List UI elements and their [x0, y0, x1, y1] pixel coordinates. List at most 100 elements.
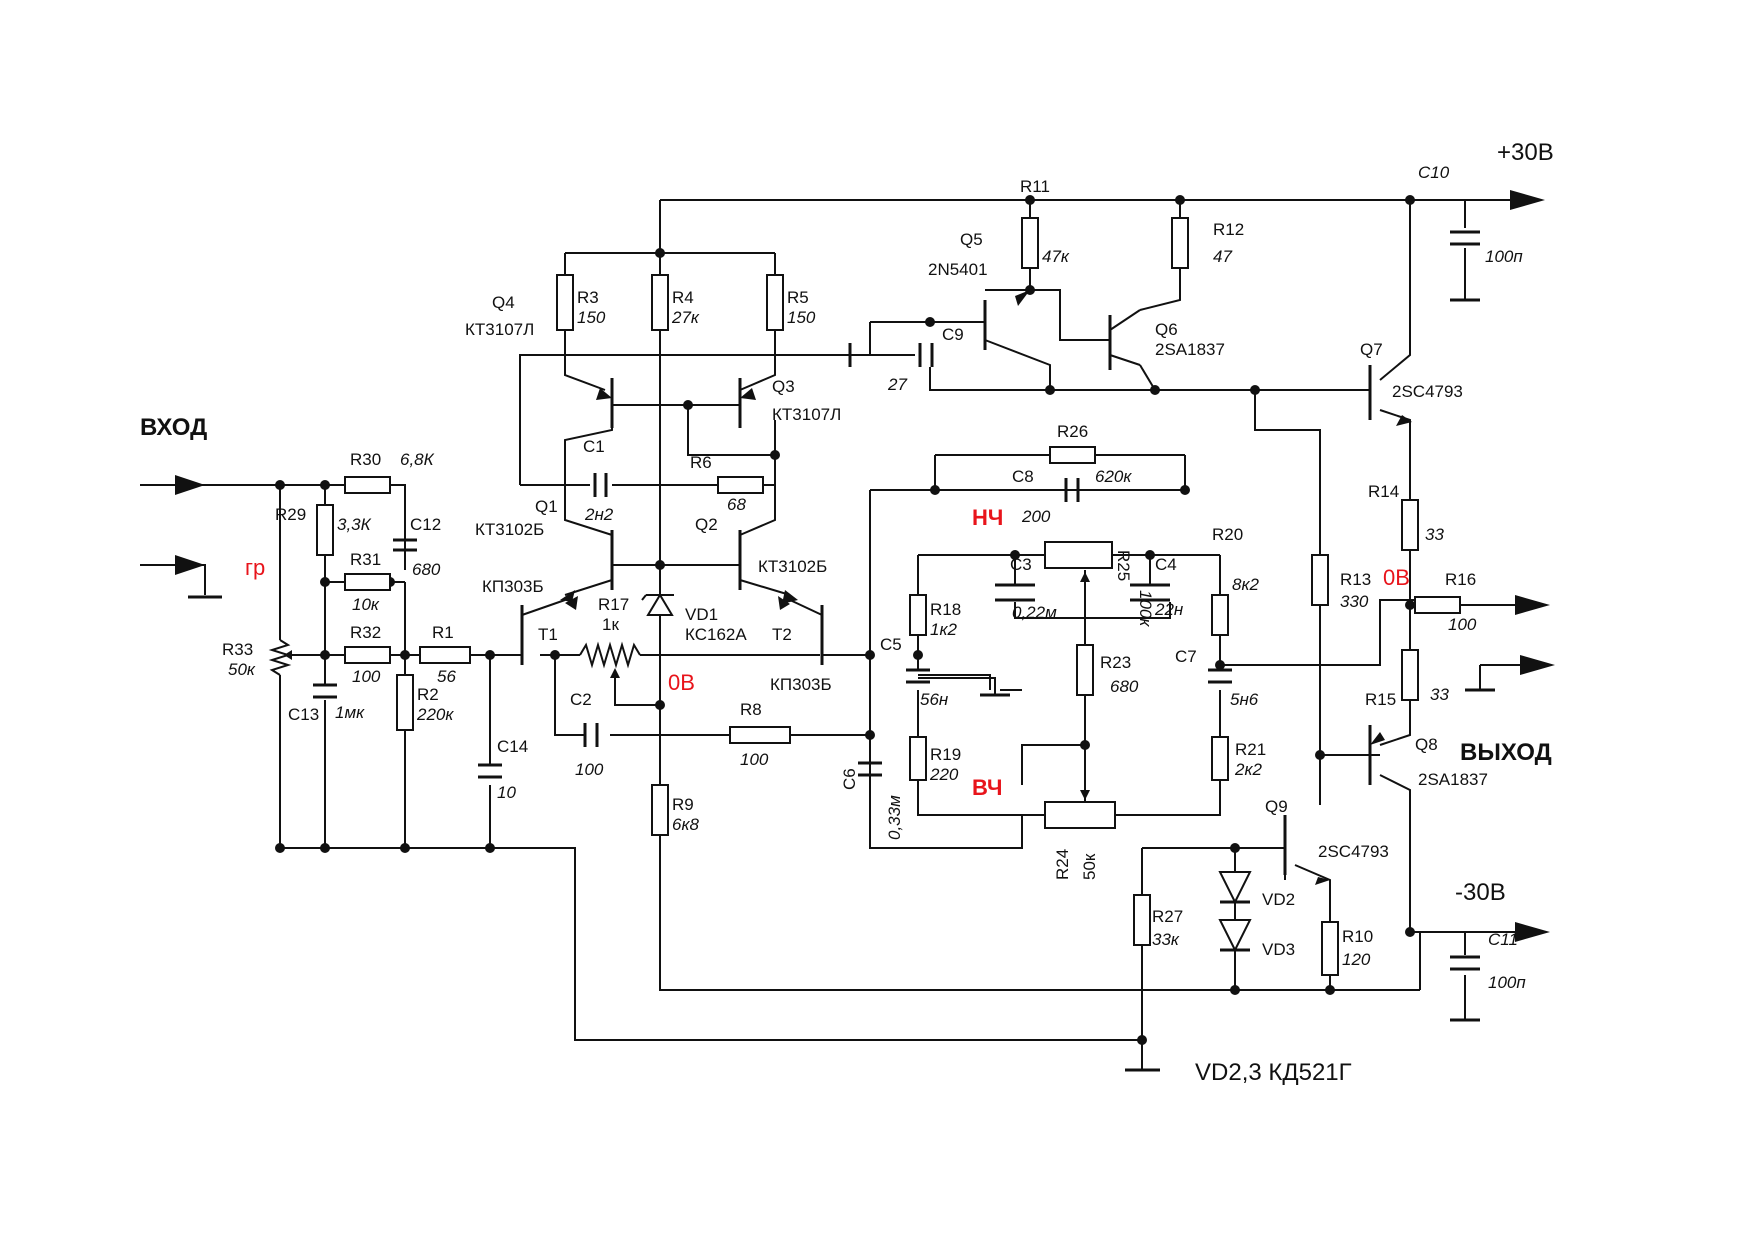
resistor-r23	[1076, 644, 1094, 696]
val-r19: 220	[929, 765, 959, 784]
capacitor-c10	[1450, 230, 1480, 246]
val-q8: 2SA1837	[1418, 770, 1488, 789]
ref-r11: R11	[1020, 177, 1050, 196]
ref-q1: Q1	[535, 497, 558, 516]
ref-q9: Q9	[1265, 797, 1288, 816]
resistor-r26	[1049, 446, 1096, 464]
ref-c14: C14	[497, 737, 528, 756]
ref-t2: T2	[772, 625, 792, 644]
val-r3: 150	[577, 308, 606, 327]
output-ground-arrow	[1520, 655, 1555, 675]
resistor-r25	[1044, 541, 1113, 569]
capacitor-c8	[1064, 478, 1080, 502]
label-ground-red: гр	[245, 555, 265, 580]
capacitor-c13	[313, 683, 337, 699]
val-c10: 100п	[1485, 247, 1523, 266]
val-r32: 100	[352, 667, 381, 686]
val-c14: 10	[497, 783, 516, 802]
resistor-r14	[1401, 499, 1419, 551]
ref-vd3: VD3	[1262, 940, 1295, 959]
ref-r23: R23	[1100, 653, 1131, 672]
diodes	[641, 593, 1252, 955]
resistor-r6	[717, 476, 764, 494]
val-c7: 5н6	[1230, 690, 1259, 709]
val-r2: 220к	[416, 705, 454, 724]
ref-r26: R26	[1057, 422, 1088, 441]
resistor-r8	[729, 726, 791, 744]
val-r25: 100к	[1136, 590, 1155, 627]
diode-vd3	[1218, 902, 1252, 955]
val-r17: 1к	[602, 615, 619, 634]
ref-q8: Q8	[1415, 735, 1438, 754]
val-c13: 1мк	[335, 703, 365, 722]
resistor-r11	[1021, 217, 1039, 269]
val-r29: 3,3К	[337, 515, 372, 534]
ref-r16: R16	[1445, 570, 1476, 589]
ref-r3: R3	[577, 288, 599, 307]
val-r5: 150	[787, 308, 816, 327]
ref-c1: C1	[583, 437, 605, 456]
val-r6: 68	[727, 495, 746, 514]
resistor-r20	[1211, 594, 1229, 636]
ref-r17: R17	[598, 595, 629, 614]
ref-vd1: VD1	[685, 605, 718, 624]
r17-wiper-arrow	[610, 668, 620, 678]
label-bass: НЧ	[972, 505, 1003, 530]
ref-c11: C11	[1488, 930, 1518, 949]
ref-c9: C9	[942, 325, 964, 344]
capacitor-c6	[858, 761, 882, 777]
label-neg-rail: -30В	[1455, 879, 1506, 906]
capacitor-c11	[1450, 955, 1480, 971]
val-r11: 47к	[1042, 247, 1070, 266]
ref-r19: R19	[930, 745, 961, 764]
ref-r2: R2	[417, 685, 439, 704]
r25-wiper-arrow	[1080, 572, 1090, 582]
val-q3: КТ3107Л	[772, 405, 841, 424]
val-r13: 330	[1340, 592, 1369, 611]
val-c9: 27	[887, 375, 907, 394]
zener-vd1	[641, 593, 674, 616]
input-arrow	[175, 475, 205, 495]
resistor-r27	[1133, 894, 1151, 946]
ref-q4: Q4	[492, 293, 515, 312]
val-r21: 2к2	[1234, 760, 1262, 779]
terminal-arrows	[175, 190, 1555, 942]
val-q2: КТ3102Б	[758, 557, 827, 576]
capacitor-c9	[848, 343, 945, 367]
val-c8: 200	[1021, 507, 1051, 526]
ref-r29: R29	[275, 505, 306, 524]
capacitor-c1	[593, 473, 608, 497]
potentiometer-r33	[268, 639, 292, 676]
val-r18: 1к2	[930, 620, 957, 639]
ref-r18: R18	[930, 600, 961, 619]
resistor-r2	[396, 674, 414, 731]
resistor-r12	[1171, 217, 1189, 269]
ref-r32: R32	[350, 623, 381, 642]
label-zero-v-top: 0В	[1383, 565, 1410, 590]
label-treble: ВЧ	[972, 775, 1003, 800]
capacitor-c7	[1208, 668, 1232, 684]
val-r24: 50к	[1080, 853, 1099, 880]
val-c4: 22н	[1154, 600, 1184, 619]
capacitor-c14	[478, 763, 502, 779]
resistor-r31	[344, 573, 391, 591]
ref-r21: R21	[1235, 740, 1266, 759]
ref-r24: R24	[1053, 849, 1072, 880]
ref-r20: R20	[1212, 525, 1243, 544]
val-r10: 120	[1342, 950, 1371, 969]
transistors	[510, 290, 1412, 885]
label-zero-v-mid: 0В	[668, 670, 695, 695]
val-q6: 2SA1837	[1155, 340, 1225, 359]
ref-r12: R12	[1213, 220, 1244, 239]
label-pos-rail: +30В	[1497, 139, 1554, 166]
val-t1: КП303Б	[482, 577, 544, 596]
diode-vd2	[1218, 871, 1252, 905]
ref-c13: C13	[288, 705, 319, 724]
ref-r8: R8	[740, 700, 762, 719]
ref-r5: R5	[787, 288, 809, 307]
ref-vd2: VD2	[1262, 890, 1295, 909]
trimmer-r17	[579, 641, 641, 669]
val-c2: 100	[575, 760, 604, 779]
ref-q2: Q2	[695, 515, 718, 534]
